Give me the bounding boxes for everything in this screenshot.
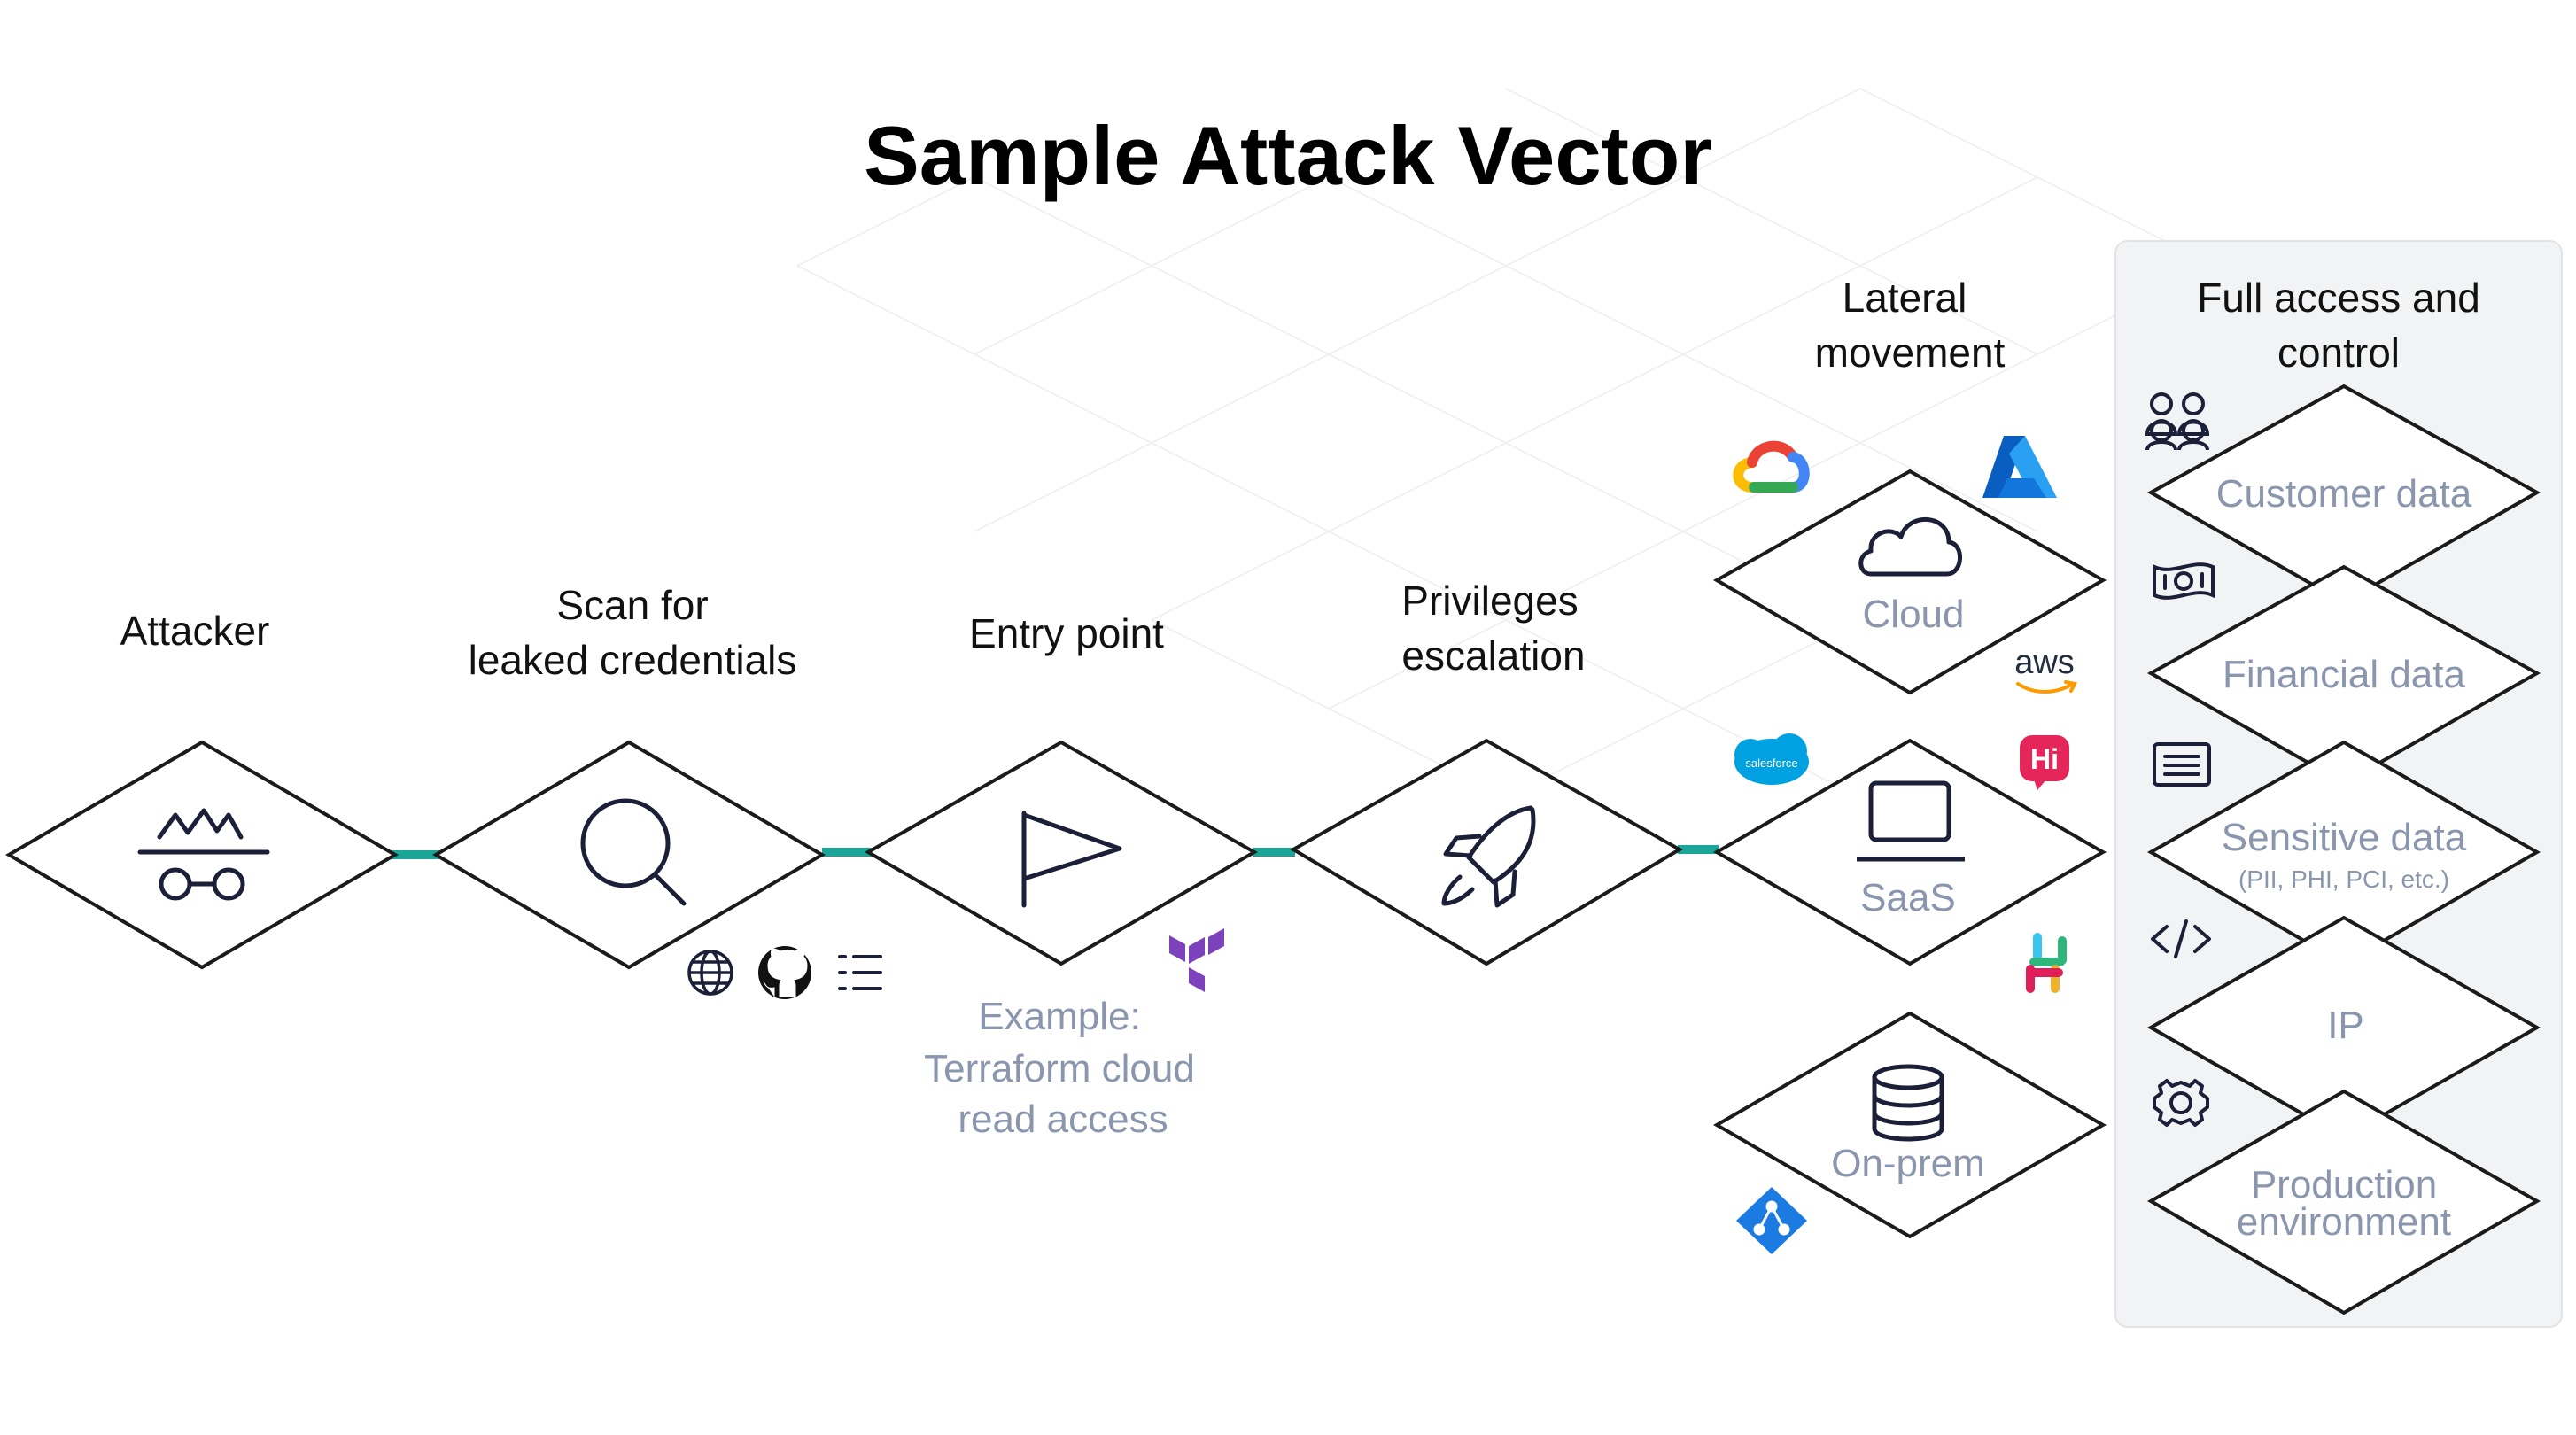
entry-example-line2: Terraform cloud bbox=[924, 1047, 1195, 1090]
stage-label-scan-line2: leaked credentials bbox=[469, 637, 797, 683]
diamond-attacker bbox=[5, 740, 399, 970]
stage-label-full-access-line2: control bbox=[2277, 330, 2400, 376]
target-label-cloud: Cloud bbox=[1863, 593, 1965, 636]
page-title: Sample Attack Vector bbox=[864, 109, 1712, 202]
stage-scan bbox=[432, 740, 882, 999]
database-icon bbox=[1872, 1064, 1944, 1142]
background-lattice bbox=[796, 87, 2215, 799]
connectors bbox=[392, 845, 1719, 859]
spy-icon bbox=[137, 808, 270, 901]
diamond-sensitive-data bbox=[2146, 740, 2541, 966]
money-icon bbox=[2153, 562, 2215, 600]
asset-label-customer: Customer data bbox=[2216, 472, 2472, 516]
users-icon bbox=[2145, 392, 2210, 451]
salesforce-logo: salesforce bbox=[1734, 733, 1809, 785]
asset-label-production-line1: Production bbox=[2251, 1163, 2437, 1206]
azure-icon bbox=[1982, 436, 2057, 498]
stage-entry: Example: Terraform cloud read access bbox=[864, 740, 1259, 1141]
terraform-icon bbox=[1169, 928, 1224, 992]
entry-example-line1: Example: bbox=[978, 995, 1140, 1038]
svg-text:Hi: Hi bbox=[2030, 743, 2059, 775]
google-cloud-icon bbox=[1733, 440, 1810, 493]
stage-label-lateral-line2: movement bbox=[1815, 330, 2006, 376]
stage-label-attacker: Attacker bbox=[120, 608, 270, 654]
asset-label-production-line2: environment bbox=[2237, 1200, 2451, 1244]
gear-icon bbox=[2153, 1079, 2209, 1127]
stage-attacker bbox=[5, 740, 399, 970]
stage-full-access: Customer data Financial data Sensitive d… bbox=[2145, 384, 2541, 1315]
asset-label-sensitive: Sensitive data bbox=[2222, 816, 2467, 859]
azure-devops-icon bbox=[1736, 1187, 1807, 1254]
globe-icon bbox=[687, 950, 733, 996]
stage-label-full-access-line1: Full access and bbox=[2197, 275, 2480, 321]
stage-label-privileges-line1: Privileges bbox=[1401, 578, 1578, 624]
stage-label-scan-line1: Scan for bbox=[556, 582, 708, 628]
diamond-privileges bbox=[1290, 738, 1683, 966]
flag-icon bbox=[1021, 811, 1122, 908]
diamond-production bbox=[2146, 1089, 2541, 1315]
diamond-saas bbox=[1713, 738, 2107, 966]
code-icon bbox=[2151, 919, 2211, 958]
diamond-entry bbox=[864, 740, 1259, 966]
stage-lateral: Cloud SaaS On-prem aws bbox=[1712, 436, 2107, 1254]
stage-label-entry: Entry point bbox=[969, 610, 1164, 656]
entry-example-line3: read access bbox=[958, 1098, 1168, 1141]
document-icon bbox=[2153, 742, 2211, 787]
rocket-icon bbox=[1441, 805, 1536, 908]
target-label-saas: SaaS bbox=[1860, 876, 1956, 919]
stage-label-privileges-line2: escalation bbox=[1401, 632, 1585, 679]
diamond-cloud bbox=[1712, 469, 2107, 695]
stage-privileges bbox=[1290, 738, 1683, 966]
diamond-financial-data bbox=[2146, 564, 2541, 786]
asset-label-ip: IP bbox=[2327, 1004, 2364, 1047]
diamond-customer-data bbox=[2146, 384, 2541, 605]
target-label-onprem: On-prem bbox=[1831, 1142, 1985, 1185]
diamond-ip bbox=[2146, 915, 2541, 1140]
hibob-logo: Hi bbox=[2020, 735, 2069, 790]
asset-label-financial: Financial data bbox=[2223, 653, 2465, 696]
cloud-icon bbox=[1858, 516, 1962, 577]
diamond-scan bbox=[432, 740, 826, 970]
search-icon bbox=[580, 798, 687, 906]
stage-label-lateral-line1: Lateral bbox=[1843, 275, 1967, 321]
laptop-icon bbox=[1857, 780, 1965, 862]
asset-label-sensitive-sub: (PII, PHI, PCI, etc.) bbox=[2238, 865, 2449, 893]
slack-icon bbox=[2026, 933, 2067, 993]
list-icon bbox=[838, 955, 882, 990]
svg-text:salesforce: salesforce bbox=[1745, 756, 1797, 770]
aws-smile-icon bbox=[2016, 680, 2077, 694]
github-icon bbox=[758, 946, 811, 999]
aws-logo: aws bbox=[2014, 644, 2075, 681]
